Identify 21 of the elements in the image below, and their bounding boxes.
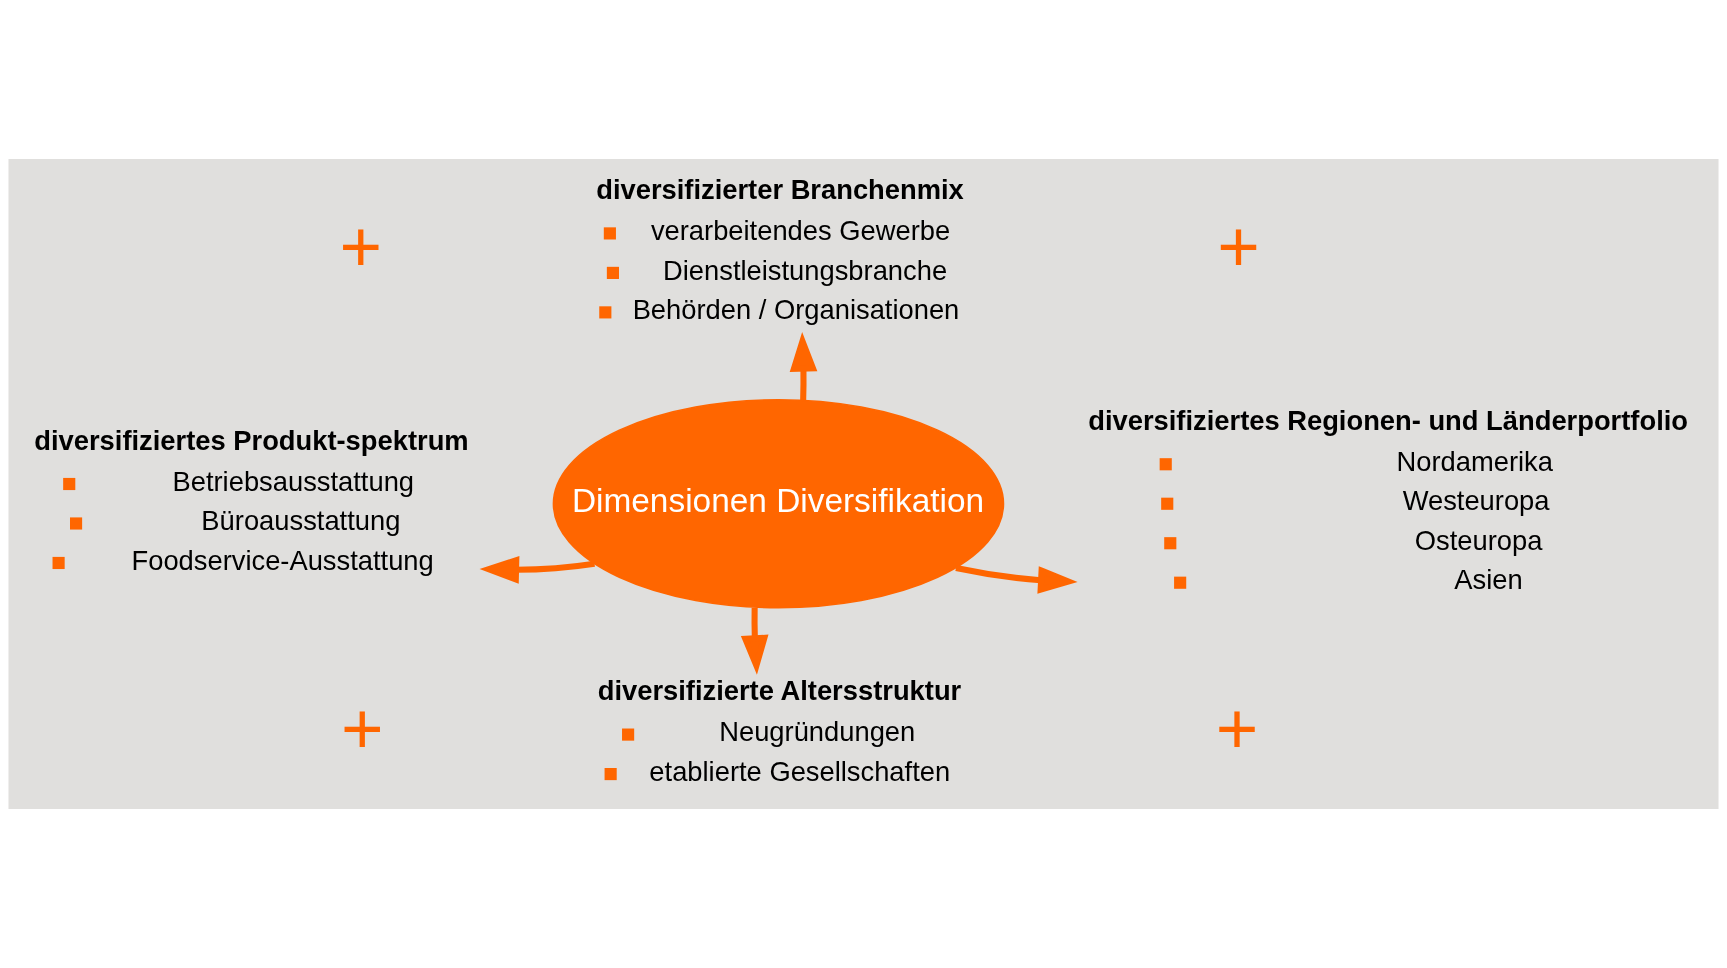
label: + — [1215, 686, 1259, 768]
label: + — [1217, 205, 1260, 287]
node-label: Neugründungen — [719, 716, 916, 748]
node-label: Behörden / Organisationen — [632, 294, 960, 326]
node-label: diversifizierte Altersstruktur — [597, 675, 962, 707]
arrow — [955, 565, 1078, 594]
node-label: Betriebsausstattung — [172, 465, 415, 497]
node-label: verarbeitendes Gewerbe — [650, 215, 951, 247]
node-label: etablierte Gesellschaften — [649, 755, 951, 787]
node-ellipse: Dimensionen Diversifikation — [552, 398, 1005, 609]
arrow — [479, 556, 595, 584]
arrow — [789, 332, 818, 401]
node-text: diversifiziertes Regionen- und Länderportfolio Nordamerika Westeuropa Osteuropa Asien — [1088, 404, 1689, 596]
node-label: diversifizierter Branchenmix — [596, 174, 964, 206]
label: + — [339, 205, 383, 287]
node-label: Foodservice-Ausstattung — [131, 544, 434, 576]
arrow — [740, 607, 769, 675]
node-label: diversifiziertes Produkt-spektrum — [34, 424, 469, 456]
node-label: Dienstleistungsbranche — [663, 254, 948, 286]
label: + — [341, 686, 384, 768]
node-label: Büroausstattung — [201, 505, 401, 537]
